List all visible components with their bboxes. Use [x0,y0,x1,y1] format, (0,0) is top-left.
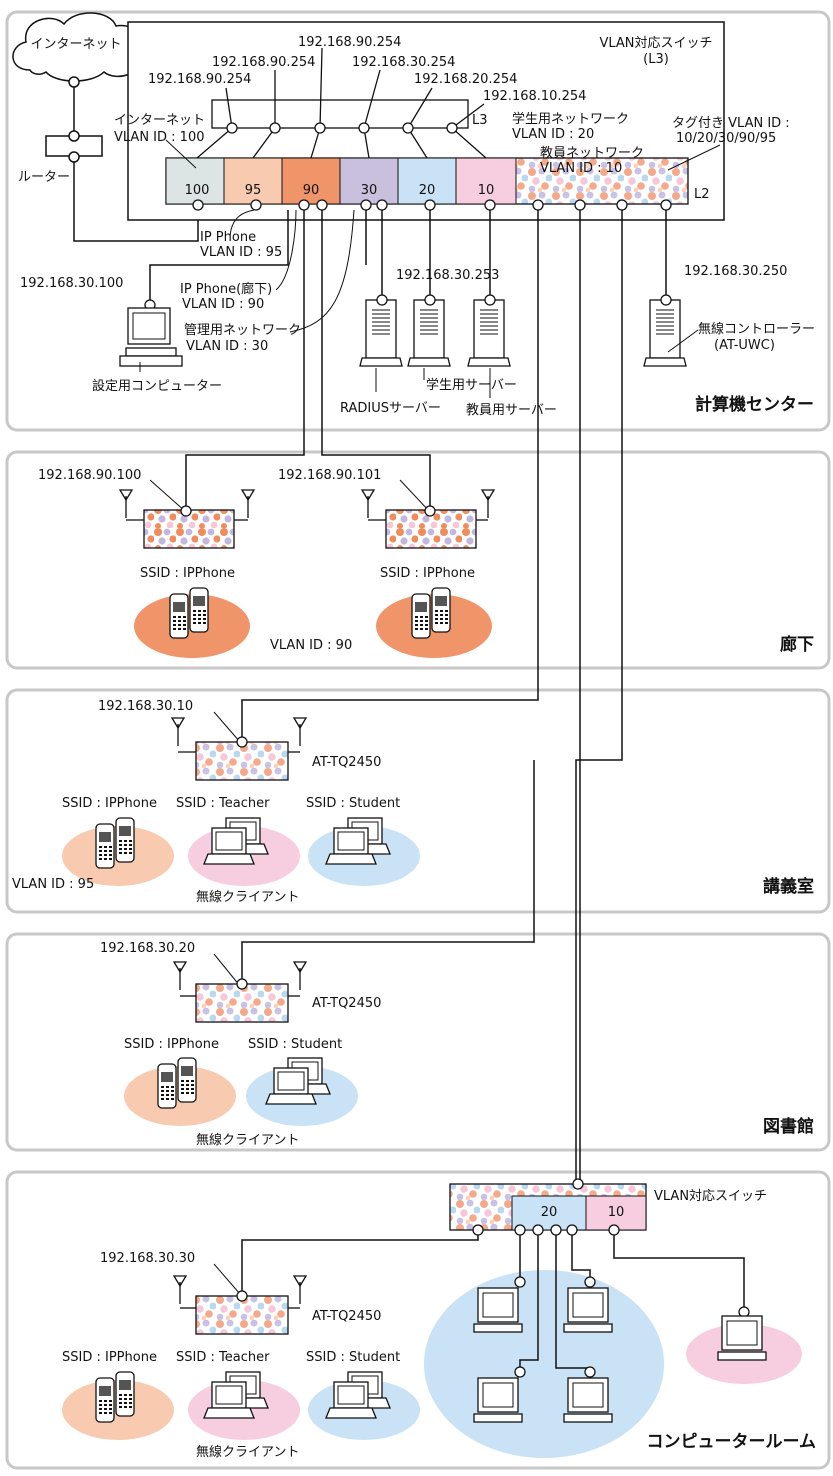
svg-text:192.168.90.254: 192.168.90.254 [298,35,401,50]
svg-text:192.168.90.100: 192.168.90.100 [38,468,141,483]
room-lecture [5,688,831,914]
room-title-lecture: 講義室 [763,876,814,897]
room-title-hallway: 廊下 [780,634,814,655]
svg-text:(L3): (L3) [643,52,669,67]
svg-text:学生用ネットワーク: 学生用ネットワーク [512,111,629,127]
port-95: 95 [245,183,262,198]
svg-text:192.168.10.254: 192.168.10.254 [483,89,586,104]
internet-label: インターネット [30,37,121,52]
svg-text:AT-TQ2450: AT-TQ2450 [312,755,381,770]
wireless-controller-icon [643,299,687,367]
svg-text:VLAN ID : 90: VLAN ID : 90 [182,297,264,312]
svg-text:設定用コンピューター: 設定用コンピューター [92,378,222,394]
svg-text:192.168.20.254: 192.168.20.254 [414,72,517,87]
svg-text:VLAN ID : 100: VLAN ID : 100 [114,130,205,145]
svg-text:IP Phone(廊下): IP Phone(廊下) [180,281,272,297]
svg-text:SSID : IPPhone: SSID : IPPhone [62,796,157,811]
svg-text:192.168.30.30: 192.168.30.30 [100,1251,195,1266]
svg-text:SSID : Teacher: SSID : Teacher [176,796,270,811]
desktop-icon [717,1315,767,1361]
svg-text:SSID : IPPhone: SSID : IPPhone [62,1350,157,1365]
svg-text:192.168.90.254: 192.168.90.254 [212,55,315,70]
access-point-computer-room [195,1295,289,1335]
svg-text:VLAN ID : 30: VLAN ID : 30 [186,339,268,354]
svg-text:192.168.30.253: 192.168.30.253 [396,268,499,283]
svg-text:IP Phone: IP Phone [200,230,256,245]
room-hallway [5,450,831,670]
svg-text:SSID : IPPhone: SSID : IPPhone [124,1037,219,1052]
svg-text:20: 20 [541,1205,558,1220]
config-computer-icon [119,307,183,367]
svg-text:学生用サーバー: 学生用サーバー [426,377,517,393]
svg-text:L3: L3 [472,113,488,128]
svg-text:無線クライアント: 無線クライアント [196,889,299,905]
svg-text:教員用サーバー: 教員用サーバー [466,402,557,418]
svg-text:L2: L2 [694,187,710,202]
svg-text:10/20/30/90/95: 10/20/30/90/95 [676,131,776,146]
port-100: 100 [185,183,210,198]
desktop-icon [563,1377,613,1423]
svg-text:VLAN対応スイッチ: VLAN対応スイッチ [654,1189,767,1204]
svg-text:AT-TQ2450: AT-TQ2450 [312,1309,381,1324]
svg-text:SSID : Student: SSID : Student [306,796,400,811]
svg-text:SSID : Student: SSID : Student [306,1350,400,1365]
port-10: 10 [478,183,495,198]
svg-text:SSID : IPPhone: SSID : IPPhone [380,566,475,581]
room-title-computer-center: 計算機センター [695,394,814,415]
svg-text:AT-TQ2450: AT-TQ2450 [312,996,381,1011]
room-title-library: 図書館 [763,1116,814,1137]
student-server-icon [407,299,451,367]
svg-text:無線コントローラー: 無線コントローラー [698,321,815,337]
svg-text:(AT-UWC): (AT-UWC) [714,338,775,353]
svg-text:VLAN ID : 95: VLAN ID : 95 [12,877,94,892]
svg-text:タグ付き VLAN ID :: タグ付き VLAN ID : [672,116,790,131]
svg-text:無線クライアント: 無線クライアント [196,1132,299,1148]
access-point-lecture [195,741,289,781]
svg-text:無線クライアント: 無線クライアント [196,1444,299,1460]
svg-text:SSID : Teacher: SSID : Teacher [176,1350,270,1365]
svg-text:192.168.90.254: 192.168.90.254 [148,72,251,87]
access-point-hallway-1 [143,509,235,549]
svg-text:教員ネットワーク: 教員ネットワーク [540,145,644,161]
port-90: 90 [303,183,320,198]
room-computer-room [5,1170,831,1470]
desktop-icon [563,1287,613,1333]
room-title-computer-room: コンピュータールーム [647,1432,817,1452]
room-computer-center [5,10,831,432]
svg-text:VLAN ID : 90: VLAN ID : 90 [270,638,352,653]
desktop-icon [473,1377,523,1423]
port-30: 30 [361,183,378,198]
teacher-server-icon [467,299,511,367]
svg-text:10: 10 [608,1205,625,1220]
svg-text:192.168.90.101: 192.168.90.101 [278,468,381,483]
desktop-icon [473,1287,523,1333]
svg-text:VLAN対応スイッチ: VLAN対応スイッチ [599,36,712,51]
port-20: 20 [419,183,436,198]
svg-text:192.168.30.100: 192.168.30.100 [20,276,123,291]
svg-text:SSID : Student: SSID : Student [248,1037,342,1052]
svg-text:管理用ネットワーク: 管理用ネットワーク [184,323,301,338]
svg-text:192.168.30.10: 192.168.30.10 [98,699,193,714]
svg-text:SSID : IPPhone: SSID : IPPhone [140,566,235,581]
router-label: ルーター [18,170,70,185]
svg-text:インターネット: インターネット [114,113,205,128]
access-point-library [195,983,289,1023]
svg-text:VLAN ID : 10: VLAN ID : 10 [540,161,622,176]
svg-text:RADIUSサーバー: RADIUSサーバー [340,401,441,416]
svg-text:VLAN ID : 20: VLAN ID : 20 [512,127,594,142]
radius-server-icon [359,299,403,367]
svg-text:192.168.30.254: 192.168.30.254 [352,55,455,70]
svg-text:VLAN ID : 95: VLAN ID : 95 [200,245,282,260]
room-library [5,932,831,1152]
svg-text:192.168.30.20: 192.168.30.20 [100,941,195,956]
svg-text:192.168.30.250: 192.168.30.250 [684,264,787,279]
